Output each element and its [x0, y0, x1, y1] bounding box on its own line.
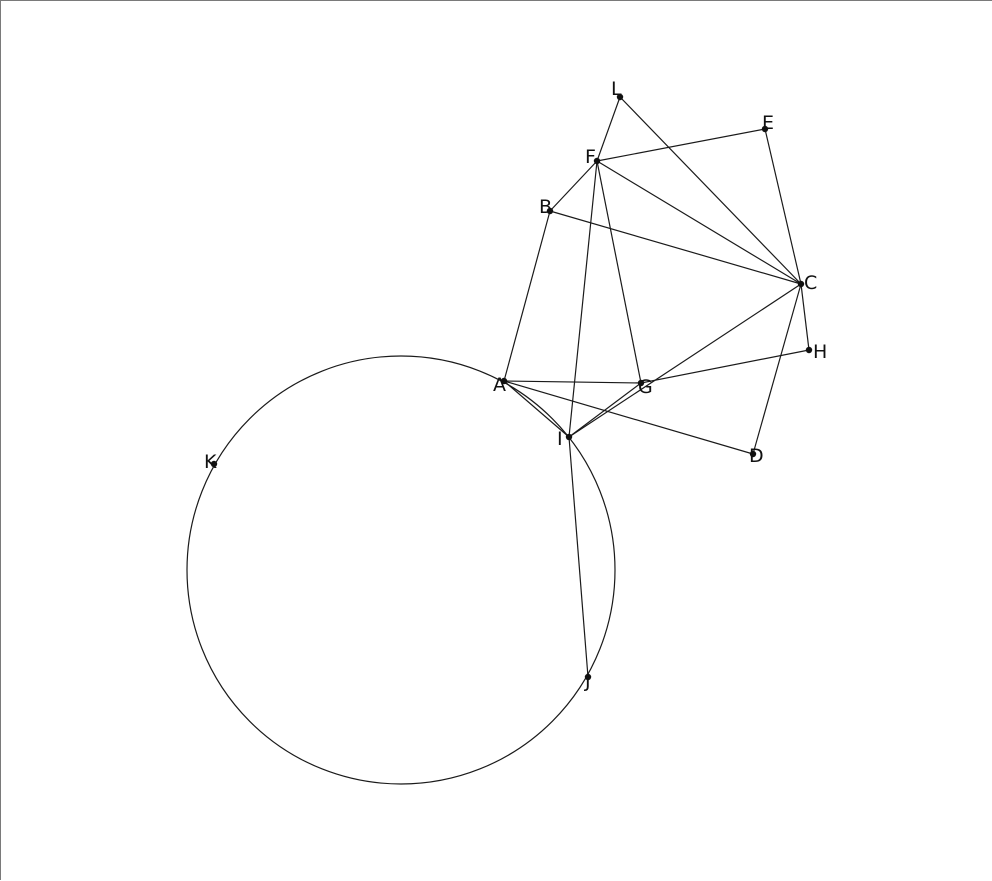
- point-label-k: K: [204, 451, 217, 473]
- point-label-e: E: [762, 112, 774, 134]
- point-label-d: D: [749, 445, 764, 467]
- circle-1: [186, 355, 616, 785]
- segment-ch: [800, 283, 810, 351]
- segment-fl: [596, 96, 621, 162]
- segment-ec: [764, 128, 802, 285]
- segment-ij: [568, 436, 589, 678]
- segment-ag: [503, 380, 642, 384]
- point-label-l: L: [611, 78, 622, 100]
- segments-layer: [503, 96, 810, 678]
- point-g: [637, 379, 645, 387]
- point-c: [797, 280, 805, 288]
- point-e: [761, 125, 769, 133]
- segment-hg: [640, 349, 810, 384]
- point-label-c: C: [804, 272, 817, 294]
- point-label-h: H: [813, 341, 827, 363]
- circles-layer: [186, 355, 616, 785]
- segment-ai: [503, 380, 570, 438]
- point-label-b: B: [539, 196, 552, 218]
- point-h: [805, 346, 813, 354]
- segment-bc: [549, 210, 802, 285]
- segment-ic: [568, 283, 802, 438]
- point-f: [593, 157, 601, 165]
- point-label-g: G: [638, 376, 653, 398]
- point-d: [749, 450, 757, 458]
- points-layer: [210, 93, 813, 681]
- point-label-i: I: [557, 428, 563, 450]
- labels-layer: A B C D E F G H I J K L: [204, 78, 827, 692]
- point-label-f: F: [585, 146, 596, 168]
- point-b: [546, 207, 554, 215]
- segment-fe: [596, 128, 766, 162]
- point-a: [500, 377, 508, 385]
- segment-da: [503, 380, 754, 455]
- segment-ig: [568, 382, 642, 438]
- segment-lc: [619, 96, 802, 285]
- segment-fi: [568, 160, 598, 438]
- point-j: [584, 673, 592, 681]
- point-i: [565, 433, 573, 441]
- segment-fc: [596, 160, 802, 285]
- segment-gf: [596, 160, 642, 384]
- segment-ab: [503, 210, 551, 382]
- point-l: [616, 93, 624, 101]
- segment-bf: [549, 160, 598, 212]
- segment-cd: [752, 283, 802, 455]
- point-label-j: J: [584, 670, 591, 692]
- point-label-a: A: [493, 374, 506, 396]
- point-k: [210, 460, 218, 468]
